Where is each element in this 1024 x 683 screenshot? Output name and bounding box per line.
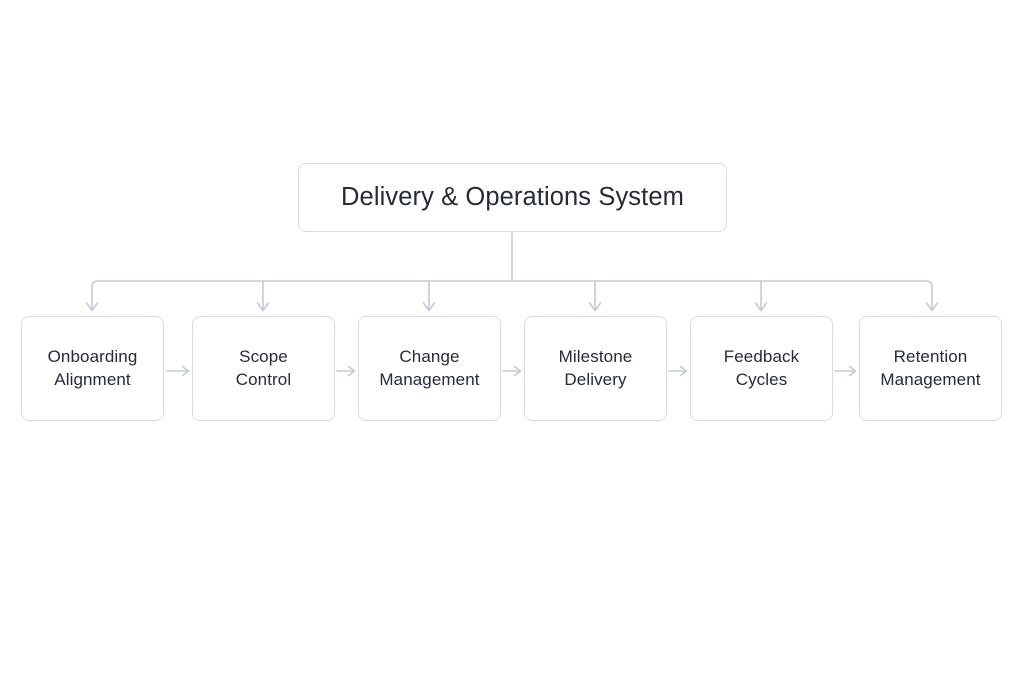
node-label: Feedback Cycles xyxy=(723,347,800,389)
node-label: Scope Control xyxy=(235,347,292,389)
node-retention-management[interactable]: Retention Management xyxy=(859,316,1002,421)
arrowhead-sequence-3-4 xyxy=(679,365,688,377)
arrowhead-sequence-2-3 xyxy=(513,365,522,377)
root-node-label: Delivery & Operations System xyxy=(341,182,684,211)
arrowhead-drop-0 xyxy=(85,302,99,312)
node-feedback-cycles[interactable]: Feedback Cycles xyxy=(690,316,833,421)
arrowhead-drop-2 xyxy=(422,302,436,312)
arrowhead-drop-1 xyxy=(256,302,270,312)
node-label: Change Management xyxy=(379,347,480,389)
node-change-management[interactable]: Change Management xyxy=(358,316,501,421)
node-label: Milestone Delivery xyxy=(558,347,633,389)
arrowhead-sequence-4-5 xyxy=(848,365,857,377)
arrowhead-drop-5 xyxy=(925,302,939,312)
arrowhead-drop-4 xyxy=(754,302,768,312)
connector-bus xyxy=(91,280,933,294)
arrowhead-sequence-1-2 xyxy=(347,365,356,377)
arrowhead-sequence-0-1 xyxy=(181,365,190,377)
arrowhead-drop-3 xyxy=(588,302,602,312)
node-milestone-delivery[interactable]: Milestone Delivery xyxy=(524,316,667,421)
node-label: Onboarding Alignment xyxy=(47,347,138,389)
node-onboarding-alignment[interactable]: Onboarding Alignment xyxy=(21,316,164,421)
node-scope-control[interactable]: Scope Control xyxy=(192,316,335,421)
node-label: Retention Management xyxy=(880,347,981,389)
root-node[interactable]: Delivery & Operations System xyxy=(298,163,727,232)
